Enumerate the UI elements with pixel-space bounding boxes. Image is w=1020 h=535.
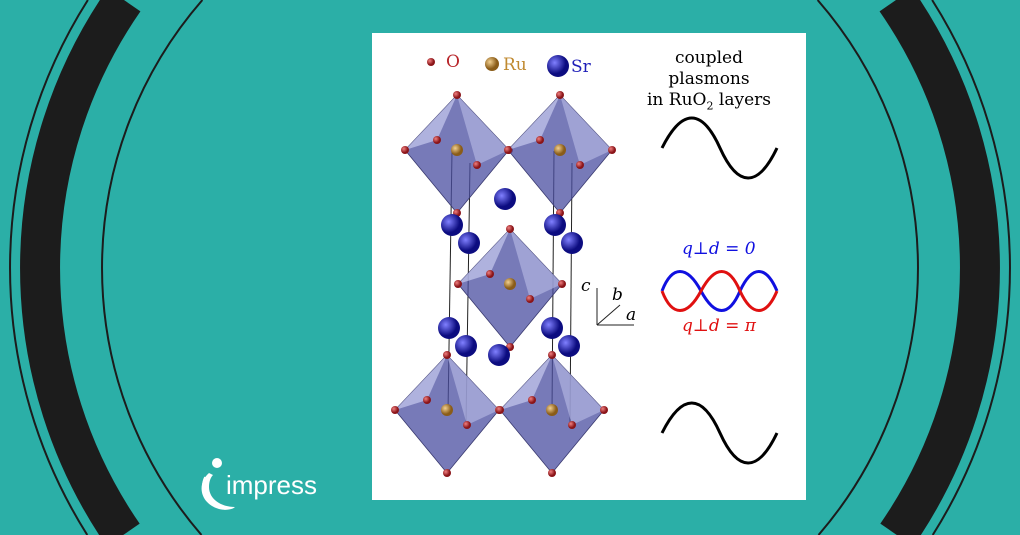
figure-panel: O Ru Sr coupled plasmons in RuO2 layers … xyxy=(372,33,806,500)
ring-thick-left xyxy=(20,0,141,535)
sr-atoms xyxy=(438,188,583,366)
ring-inner-left xyxy=(101,0,204,535)
ring-outer-left xyxy=(9,0,89,535)
title-line1: coupled plasmons xyxy=(668,48,750,89)
mode-symmetric-label: q⊥d = 0 xyxy=(682,239,756,259)
legend-ru: Ru xyxy=(503,55,527,75)
axis-a: a xyxy=(626,305,637,325)
legend-o: O xyxy=(446,52,460,72)
octahedron xyxy=(503,90,617,218)
axes-indicator xyxy=(596,288,634,326)
logo-text: impress xyxy=(226,470,318,500)
impress-logo-icon xyxy=(201,458,235,510)
sr-legend-icon xyxy=(547,55,569,77)
ru-legend-icon xyxy=(485,57,499,71)
ring-inner-right xyxy=(816,0,919,535)
octahedron xyxy=(495,350,609,478)
axis-b: b xyxy=(612,285,623,305)
title: coupled plasmons in RuO2 layers xyxy=(634,48,784,116)
crystal-structure xyxy=(390,55,779,478)
ring-outer-right xyxy=(931,0,1011,535)
legend-sr: Sr xyxy=(571,57,591,77)
mode-antisymmetric-label: q⊥d = π xyxy=(682,316,756,336)
axis-c: c xyxy=(581,276,591,296)
o-legend-icon xyxy=(427,58,435,66)
ring-thick-right xyxy=(879,0,1000,535)
title-line2: in RuO2 layers xyxy=(647,90,771,113)
octahedron xyxy=(390,350,504,478)
plasmon-waves xyxy=(660,116,779,465)
